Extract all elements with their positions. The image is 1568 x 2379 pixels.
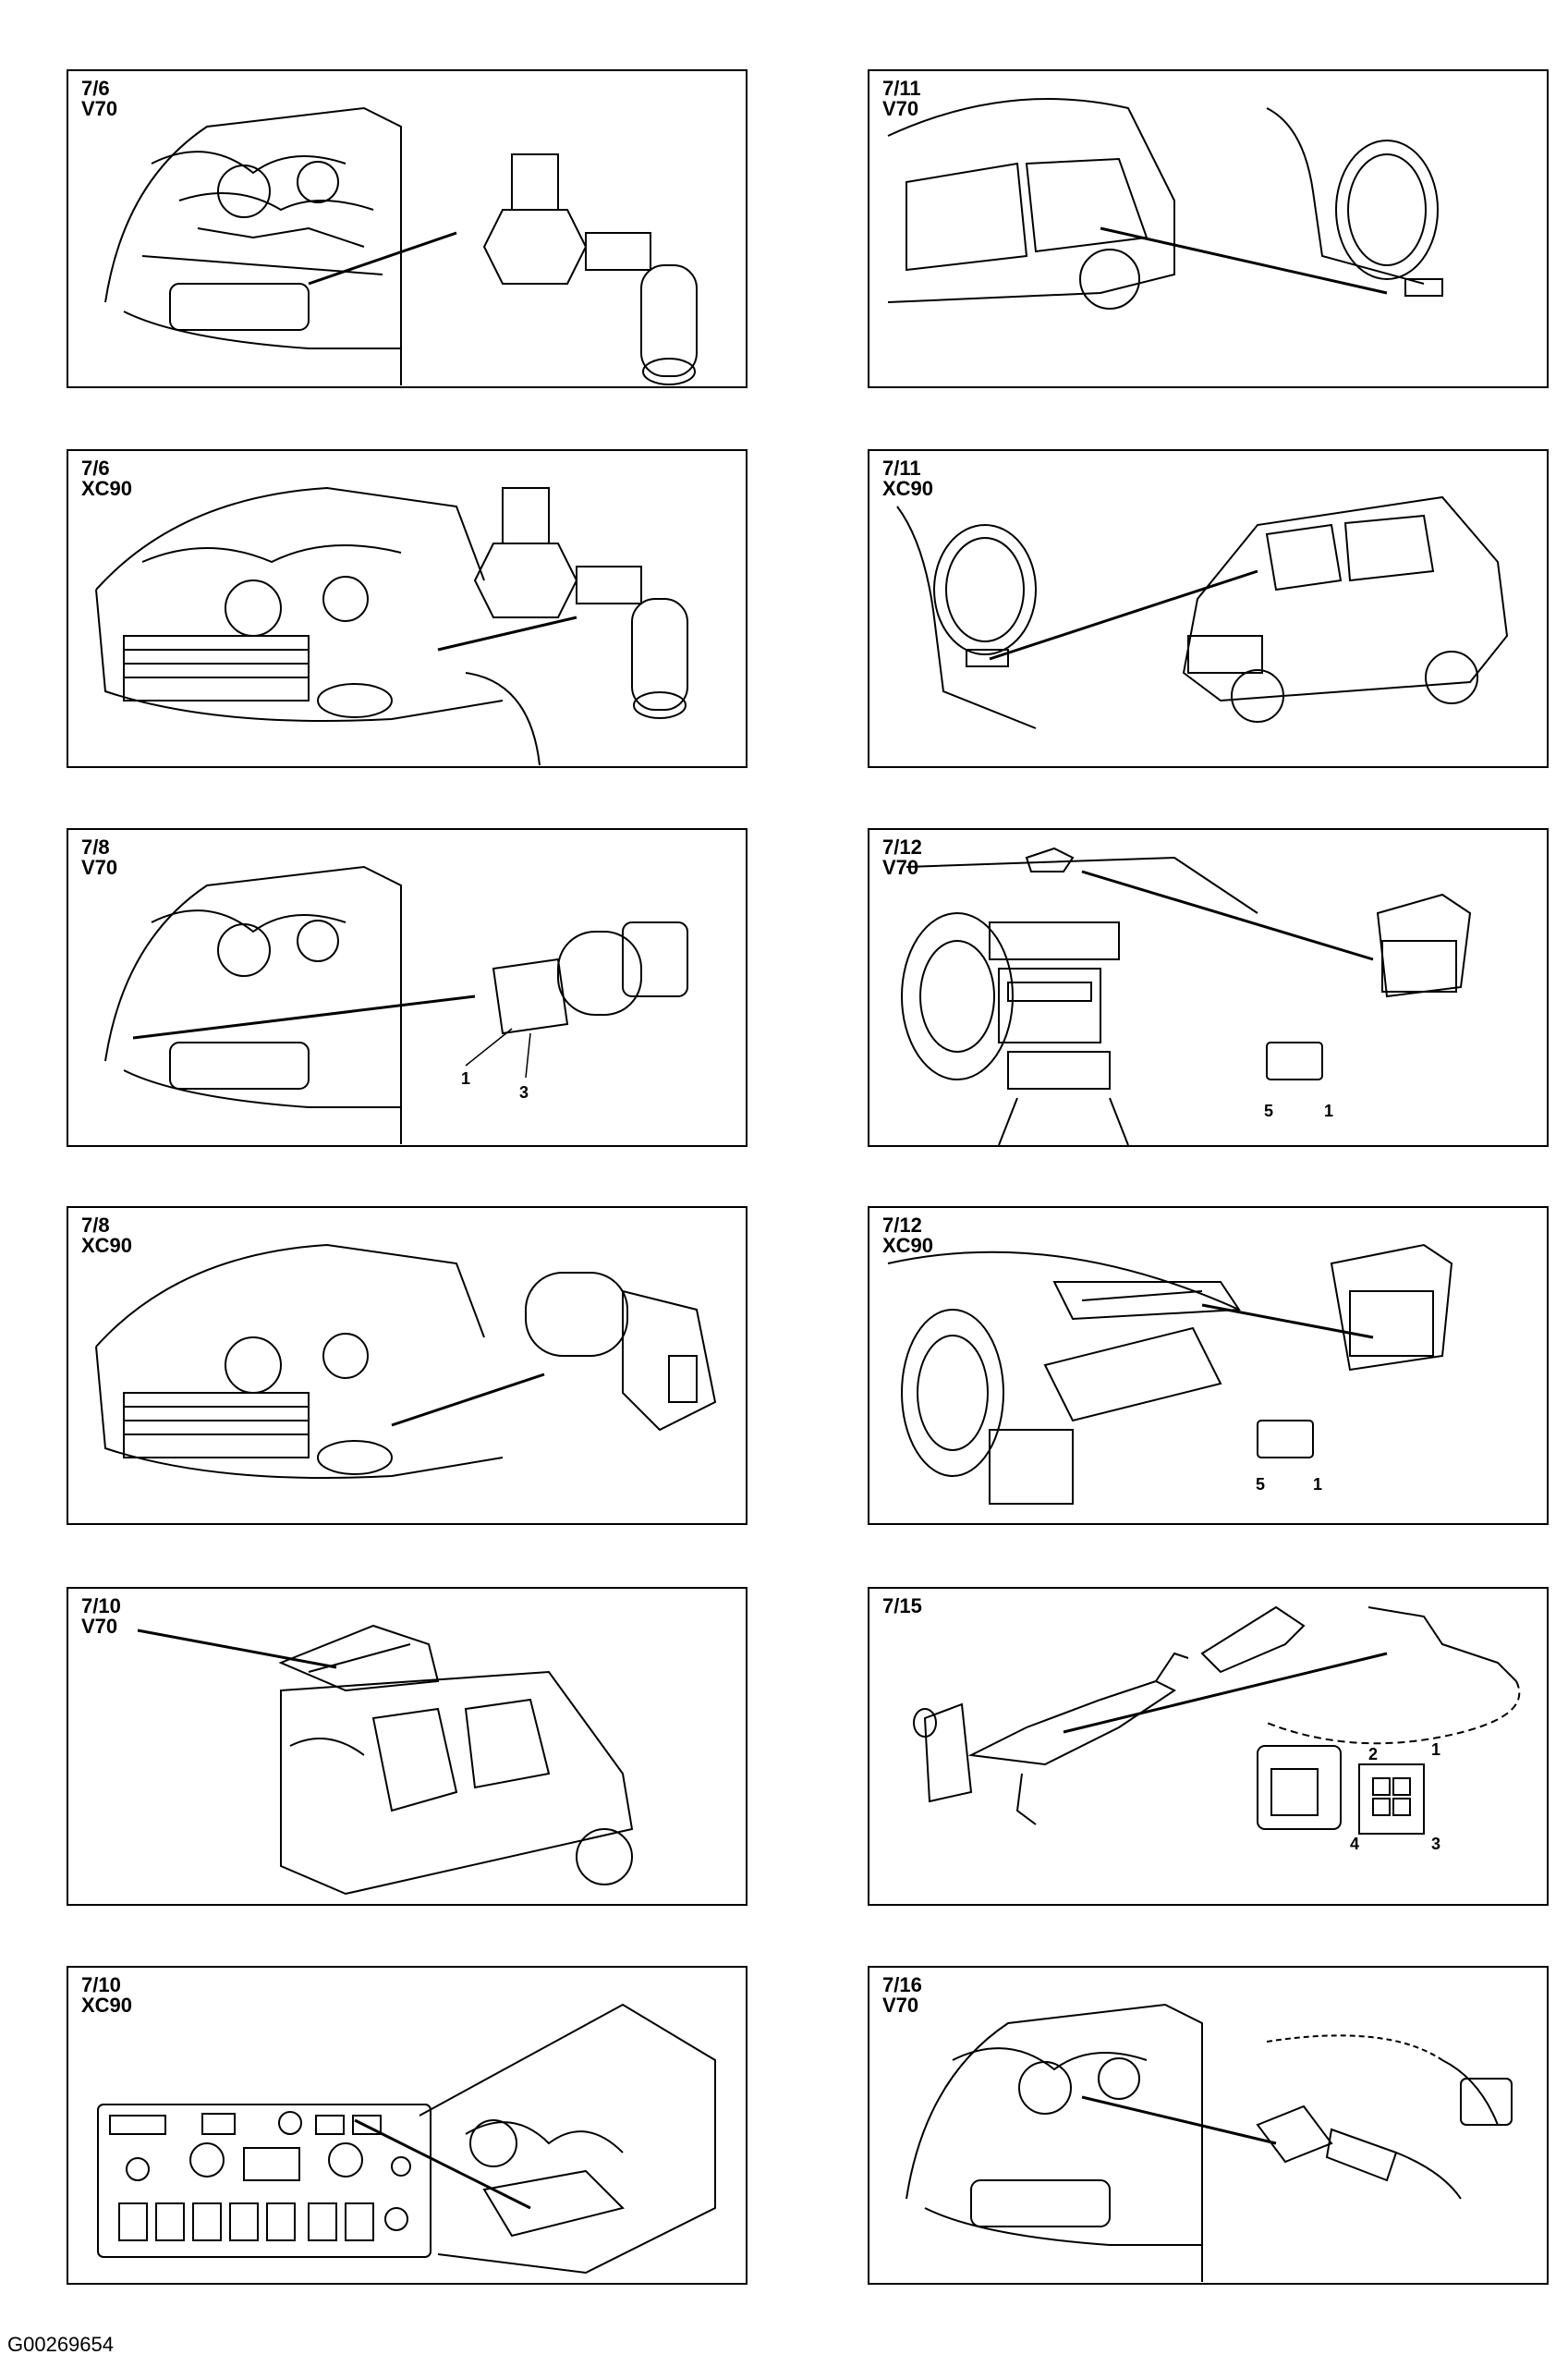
panel-7-11-xc90: 7/11 XC90 [868, 449, 1549, 768]
catalytic-converter-illustration: 2 1 4 3 [913, 1605, 1521, 1853]
panel-model: V70 [81, 97, 118, 120]
panel-code: 7/16 [882, 1973, 922, 1996]
panel-code: 7/12 [882, 1214, 922, 1237]
panel-7-8-v70: 7/8 V70 1 3 [67, 828, 748, 1147]
panel-code: 7/10 [81, 1594, 121, 1617]
panel-label: 7/11 XC90 [882, 458, 933, 499]
pin-label: 1 [461, 1069, 470, 1088]
pin-label: 1 [1431, 1740, 1440, 1759]
panel-7-10-v70: 7/10 V70 [67, 1587, 748, 1906]
engine-bay-illustration [95, 486, 688, 766]
panel-label: 7/10 XC90 [81, 1975, 132, 2016]
panel-model: V70 [81, 1615, 118, 1638]
panel-7-6-v70: 7/6 V70 [67, 69, 748, 388]
panel-model: XC90 [81, 1994, 133, 2017]
pressure-switch-icon [492, 921, 688, 1035]
panel-label: 7/8 XC90 [81, 1215, 132, 1256]
panel-code: 7/12 [882, 836, 922, 859]
pin-label: 1 [1324, 1102, 1333, 1120]
panel-7-16-v70: 7/16 V70 [868, 1966, 1549, 2285]
dashboard-illustration: 5 1 [887, 1243, 1453, 1505]
panel-7-12-v70: 7/12 V70 5 1 [868, 828, 1549, 1147]
panel-label: 7/6 XC90 [81, 458, 132, 499]
panel-label: 7/15 [882, 1596, 922, 1616]
panel-7-12-xc90: 7/12 XC90 5 1 [868, 1206, 1549, 1525]
dashboard-illustration: 5 1 [901, 847, 1472, 1145]
pin-label: 1 [1313, 1475, 1322, 1494]
engine-bay-illustration [906, 2003, 1513, 2282]
panel-model: XC90 [81, 1234, 133, 1257]
engine-bay-illustration [95, 1243, 717, 1479]
panel-code: 7/11 [882, 77, 921, 100]
car-interior-illustration [137, 1624, 634, 1896]
panel-7-15: 7/15 2 1 4 3 [868, 1587, 1549, 1906]
pressure-sensor-icon [473, 487, 688, 719]
engine-bay-illustration [104, 106, 698, 385]
pin-label: 3 [519, 1083, 529, 1102]
pressure-sensor-icon [482, 153, 698, 385]
panel-7-10-xc90: 7/10 XC90 [67, 1966, 748, 2285]
panel-code: 7/11 [882, 457, 921, 480]
suv-illustration [896, 495, 1509, 729]
panel-label: 7/12 XC90 [882, 1215, 933, 1256]
panel-model: XC90 [882, 1234, 934, 1257]
panel-code: 7/10 [81, 1973, 121, 1996]
panel-7-11-v70: 7/11 V70 [868, 69, 1549, 388]
panel-model: V70 [882, 856, 919, 879]
car-side-illustration [887, 98, 1443, 310]
panel-label: 7/8 V70 [81, 837, 117, 878]
panel-code: 7/6 [81, 457, 110, 480]
panel-model: XC90 [81, 477, 133, 500]
panel-code: 7/15 [882, 1594, 922, 1617]
panel-code: 7/8 [81, 836, 110, 859]
panel-7-8-xc90: 7/8 XC90 [67, 1206, 748, 1525]
panel-model: XC90 [882, 477, 934, 500]
panel-label: 7/16 V70 [882, 1975, 922, 2016]
panel-label: 7/10 V70 [81, 1596, 121, 1637]
panel-model: V70 [81, 856, 118, 879]
pressure-switch-icon [525, 1272, 717, 1432]
climate-panel-illustration [97, 2003, 716, 2275]
panel-label: 7/11 V70 [882, 79, 921, 119]
panel-code: 7/8 [81, 1214, 110, 1237]
panel-model: V70 [882, 1994, 919, 2017]
panel-model: V70 [882, 97, 919, 120]
pin-label: 4 [1350, 1835, 1359, 1853]
panel-label: 7/6 V70 [81, 79, 117, 119]
pin-label: 5 [1264, 1102, 1273, 1120]
pin-label: 3 [1431, 1835, 1440, 1853]
engine-bay-illustration: 1 3 [104, 865, 688, 1144]
panel-label: 7/12 V70 [882, 837, 922, 878]
diagram-id: G00269654 [7, 2333, 114, 2356]
panel-7-6-xc90: 7/6 XC90 [67, 449, 748, 768]
pin-label: 5 [1256, 1475, 1265, 1494]
panel-code: 7/6 [81, 77, 110, 100]
pin-label: 2 [1368, 1745, 1378, 1763]
